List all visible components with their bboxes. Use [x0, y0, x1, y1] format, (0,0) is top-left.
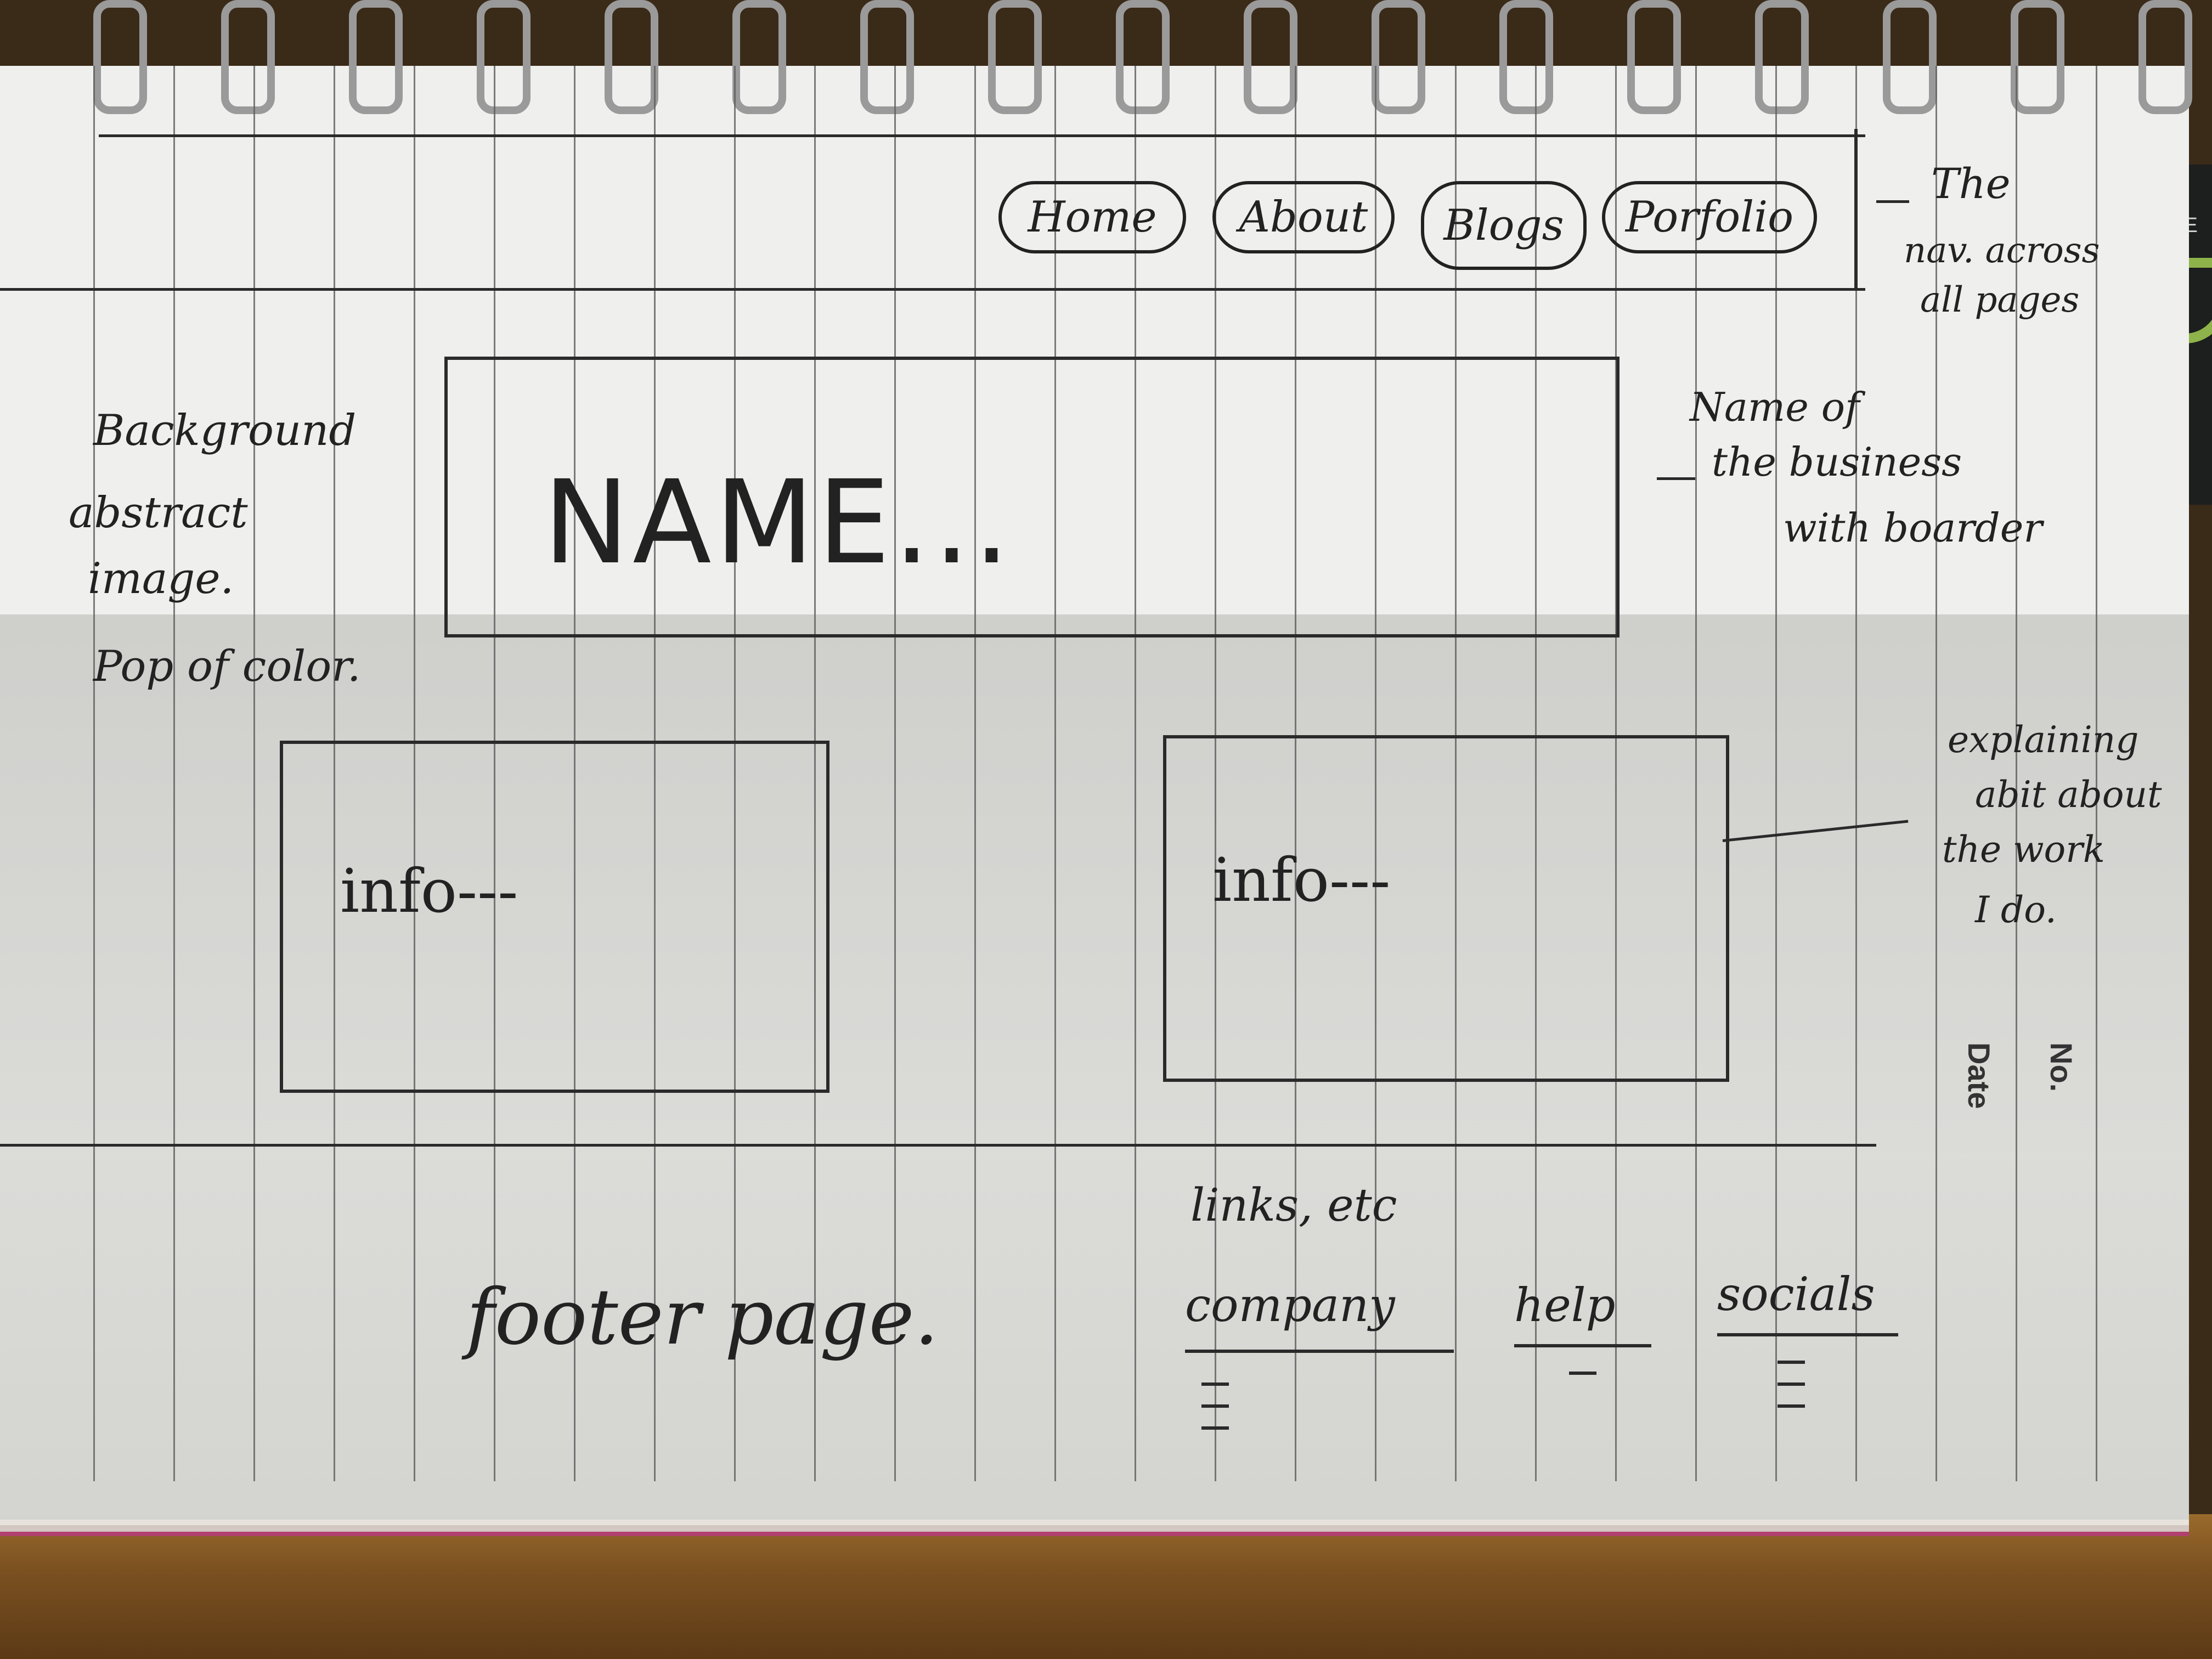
- hero-note-left-line2: abstract: [69, 488, 248, 538]
- ruled-line: [173, 66, 175, 1481]
- ruled-line: [93, 66, 95, 1481]
- footer-socials-link[interactable]: socials: [1717, 1267, 1875, 1321]
- ruled-line: [654, 66, 656, 1481]
- spiral-ring: [93, 0, 147, 114]
- paper-shadow: [0, 614, 2189, 1520]
- ruled-line: [253, 66, 255, 1481]
- spiral-ring: [1244, 0, 1297, 114]
- ruled-line: [1054, 66, 1056, 1481]
- nav-about-button[interactable]: About: [1212, 181, 1395, 253]
- spiral-ring: [1627, 0, 1681, 114]
- info-note-line1: explaining: [1948, 719, 2139, 761]
- footer-help-item: [1569, 1372, 1596, 1375]
- info-left-text: info---: [340, 856, 518, 926]
- ruled-line: [334, 66, 335, 1481]
- ruled-line: [1135, 66, 1136, 1481]
- footer-socials-underline: [1717, 1333, 1898, 1336]
- footer-top-border: [0, 1144, 1876, 1147]
- spiral-ring: [1499, 0, 1553, 114]
- spiral-ring: [477, 0, 531, 114]
- info-right-text: info---: [1212, 845, 1391, 915]
- ruled-line: [1375, 66, 1376, 1481]
- spiral-ring: [1755, 0, 1809, 114]
- ruled-line: [414, 66, 415, 1481]
- ruled-line: [814, 66, 816, 1481]
- nav-note-line1: The: [1931, 159, 2011, 208]
- info-note-line2: abit about: [1975, 774, 2162, 816]
- spiral-ring: [605, 0, 658, 114]
- footer-company-item: [1201, 1404, 1229, 1408]
- hero-note-right-line3: with boarder: [1783, 505, 2042, 551]
- hero-note-right-line2: the business: [1712, 439, 1962, 485]
- spiral-ring: [988, 0, 1042, 114]
- footer-help-link[interactable]: help: [1514, 1278, 1616, 1332]
- hero-note-left-line1: Background: [93, 406, 357, 455]
- info-note-line4: I do.: [1975, 889, 2057, 931]
- footer-company-item: [1201, 1383, 1229, 1386]
- footer-title: footer page.: [466, 1273, 939, 1362]
- ruled-line: [1775, 66, 1777, 1481]
- wooden-surface: [0, 1514, 2212, 1659]
- ruled-line: [974, 66, 976, 1481]
- footer-socials-item: [1778, 1383, 1805, 1386]
- spiral-ring: [1116, 0, 1170, 114]
- business-name-text: NAME...: [543, 455, 1013, 590]
- ruled-line: [494, 66, 495, 1481]
- nav-home-label: Home: [1028, 193, 1157, 242]
- nav-note-line3: all pages: [1920, 280, 2080, 320]
- nav-note-pointer: [1876, 200, 1909, 203]
- info-note-line3: the work: [1942, 828, 2105, 871]
- spiral-ring: [2011, 0, 2064, 114]
- footer-company-item: [1201, 1426, 1229, 1430]
- footer-help-underline: [1514, 1344, 1651, 1347]
- footer-socials-item: [1778, 1361, 1805, 1364]
- spiral-ring: [349, 0, 403, 114]
- ruled-line: [1535, 66, 1537, 1481]
- nav-blogs-button[interactable]: Blogs: [1421, 181, 1587, 270]
- footer-company-underline: [1185, 1350, 1454, 1353]
- spiral-ring: [2138, 0, 2192, 114]
- hero-note-left-line4: Pop of color.: [93, 642, 361, 691]
- ruled-line: [1615, 66, 1617, 1481]
- nav-portfolio-label: Porfolio: [1625, 193, 1794, 242]
- ruled-line: [734, 66, 736, 1481]
- ruled-line: [1936, 66, 1937, 1481]
- nav-about-label: About: [1239, 193, 1368, 242]
- nav-top-border: [99, 134, 1865, 137]
- ruled-line: [1455, 66, 1457, 1481]
- spiral-ring: [860, 0, 914, 114]
- hero-note-pointer: [1657, 477, 1695, 480]
- business-name-box: [444, 357, 1620, 637]
- spiral-ring: [1372, 0, 1425, 114]
- ruled-line: [1215, 66, 1216, 1481]
- nav-bottom-border: [0, 288, 1865, 291]
- footer-links-label: links, etc: [1190, 1180, 1397, 1232]
- nav-note-line2: nav. across: [1904, 230, 2100, 271]
- ruled-line: [1855, 66, 1857, 1481]
- margin-date-label: Date: [1962, 1042, 1996, 1109]
- ruled-line: [574, 66, 575, 1481]
- footer-company-link[interactable]: company: [1185, 1278, 1395, 1332]
- hero-note-right-line1: Name of: [1690, 384, 1860, 430]
- ruled-line: [894, 66, 896, 1481]
- spiral-ring: [221, 0, 275, 114]
- nav-portfolio-button[interactable]: Porfolio: [1602, 181, 1817, 253]
- nav-blogs-label: Blogs: [1443, 201, 1564, 250]
- hero-note-left-line3: image.: [88, 554, 234, 603]
- ruled-line: [2016, 66, 2017, 1481]
- ruled-line: [1295, 66, 1296, 1481]
- footer-socials-item: [1778, 1404, 1805, 1408]
- spiral-ring: [732, 0, 786, 114]
- margin-no-label: No.: [2044, 1042, 2079, 1092]
- info-box-left: [280, 741, 830, 1093]
- nav-right-border: [1854, 129, 1858, 288]
- info-box-right: [1163, 735, 1729, 1082]
- ruled-line: [1695, 66, 1697, 1481]
- ruled-line: [2096, 66, 2097, 1481]
- spiral-ring: [1883, 0, 1937, 114]
- nav-home-button[interactable]: Home: [998, 181, 1186, 253]
